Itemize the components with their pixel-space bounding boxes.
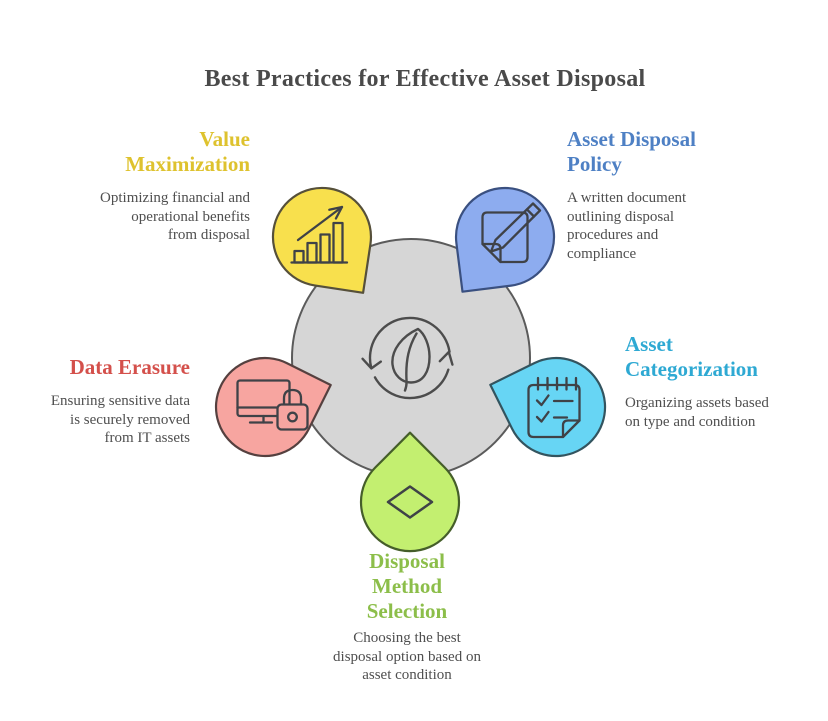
- node-heading: Data Erasure: [0, 355, 190, 380]
- description-line: from IT assets: [104, 430, 190, 446]
- node-heading: Asset Disposal Policy: [567, 127, 797, 177]
- description-line: is securely removed: [70, 411, 190, 428]
- checklist-notepad-icon: [527, 376, 581, 439]
- page-title: Best Practices for Effective Asset Dispo…: [204, 66, 646, 93]
- diamond-icon: [386, 485, 434, 519]
- description-line: procedures and: [567, 227, 659, 243]
- description-line: Optimizing financial and: [100, 190, 250, 206]
- node-description: Optimizing financial and operational ben…: [40, 189, 250, 245]
- description-line: disposal option based on: [333, 648, 481, 665]
- description-line: compliance: [567, 245, 637, 262]
- description-line: operational benefits: [131, 208, 250, 225]
- node-description: Choosing the best disposal option based …: [297, 629, 517, 685]
- description-line: Choosing the best: [353, 630, 461, 646]
- description-line: outlining disposal: [567, 208, 675, 225]
- heading-line: Asset: [625, 332, 673, 356]
- description-line: A written document: [567, 190, 687, 206]
- description-line: asset condition: [362, 667, 452, 683]
- description-line: from disposal: [167, 227, 250, 243]
- growth-chart-icon: [290, 205, 349, 264]
- node-heading: Disposal Method Selection: [297, 549, 517, 624]
- monitor-lock-icon: [236, 379, 309, 431]
- description-line: on type and condition: [625, 413, 756, 430]
- node-heading: Value Maximization: [40, 127, 250, 177]
- petal-disposal-method-selection: [359, 431, 461, 553]
- description-line: Ensuring sensitive data: [50, 393, 190, 409]
- heading-line: Value: [199, 127, 250, 151]
- heading-line: Policy: [567, 152, 622, 176]
- heading-line: Selection: [366, 599, 448, 623]
- node-description: Organizing assets based on type and cond…: [625, 394, 825, 431]
- description-line: Organizing assets based: [625, 395, 769, 411]
- node-data-erasure: Data Erasure Ensuring sensitive data is …: [0, 355, 190, 448]
- petal-asset-disposal-policy: [454, 186, 556, 293]
- heading-line: Maximization: [125, 152, 250, 176]
- node-disposal-method-selection: Disposal Method Selection Choosing the b…: [297, 549, 517, 685]
- node-description: Ensuring sensitive data is securely remo…: [0, 392, 190, 448]
- petal-value-maximization: [271, 186, 373, 294]
- heading-line: Asset Disposal: [567, 127, 696, 151]
- node-description: A written document outlining disposal pr…: [567, 189, 797, 263]
- petal-asset-categorization: [489, 356, 607, 458]
- node-heading: Asset Categorization: [625, 332, 825, 382]
- heading-line: Data Erasure: [69, 355, 190, 379]
- heading-line: Disposal: [369, 549, 445, 573]
- petal-data-erasure: [214, 356, 332, 458]
- node-asset-categorization: Asset Categorization Organizing assets b…: [625, 332, 825, 431]
- node-asset-disposal-policy: Asset Disposal Policy A written document…: [567, 127, 797, 263]
- heading-line: Categorization: [625, 357, 758, 381]
- heading-line: Method: [372, 574, 442, 598]
- node-value-maximization: Value Maximization Optimizing financial …: [40, 127, 250, 245]
- edit-document-icon: [481, 202, 542, 264]
- recycle-leaf-icon: [361, 316, 454, 400]
